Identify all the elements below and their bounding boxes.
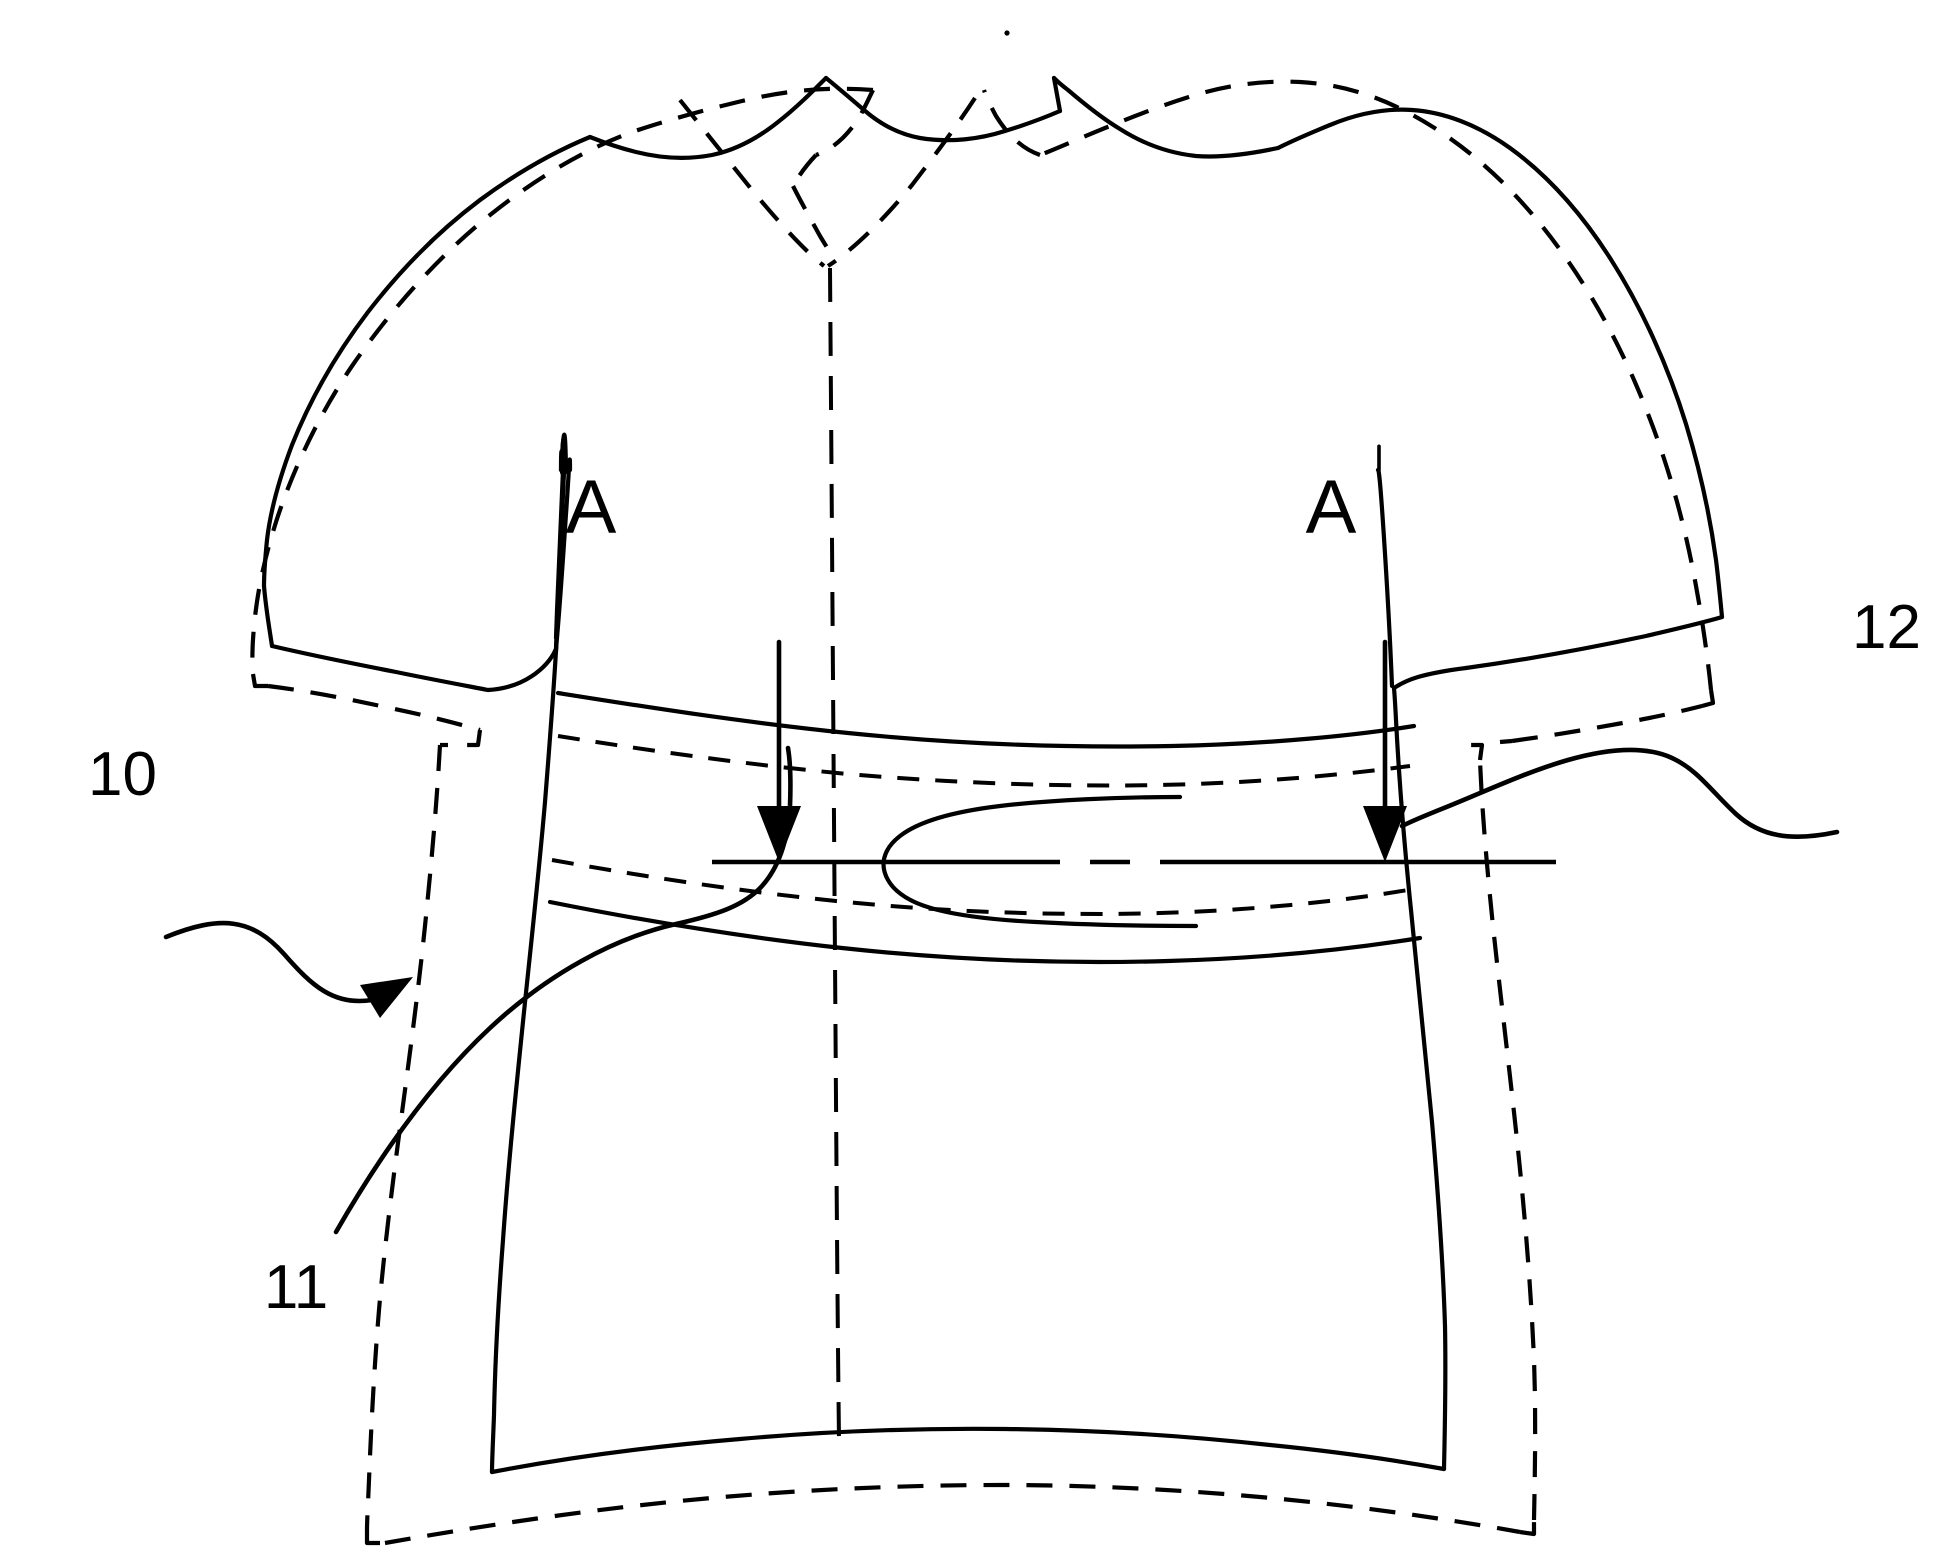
garment-centerline <box>828 267 841 1441</box>
section-arrow-right <box>1363 639 1407 862</box>
leader-10 <box>163 920 413 1018</box>
leader-11 <box>333 745 793 1235</box>
arrowhead-down-right <box>1363 806 1407 862</box>
reference-numeral-10: 10 <box>88 740 157 809</box>
section-marker-right-label: A <box>1306 465 1357 550</box>
section-marker-left-label: A <box>566 465 617 550</box>
print-speck <box>1004 30 1010 36</box>
leader-12 <box>1399 747 1840 839</box>
chest-band <box>547 690 1423 965</box>
reference-numeral-11: 11 <box>264 1253 328 1322</box>
dashed-outer-silhouette <box>250 79 1716 1546</box>
reference-numeral-12: 12 <box>1852 593 1921 662</box>
arrowhead-ref-10 <box>360 977 413 1018</box>
section-arrow-left <box>757 639 801 862</box>
solid-garment-outline <box>261 75 1725 1475</box>
